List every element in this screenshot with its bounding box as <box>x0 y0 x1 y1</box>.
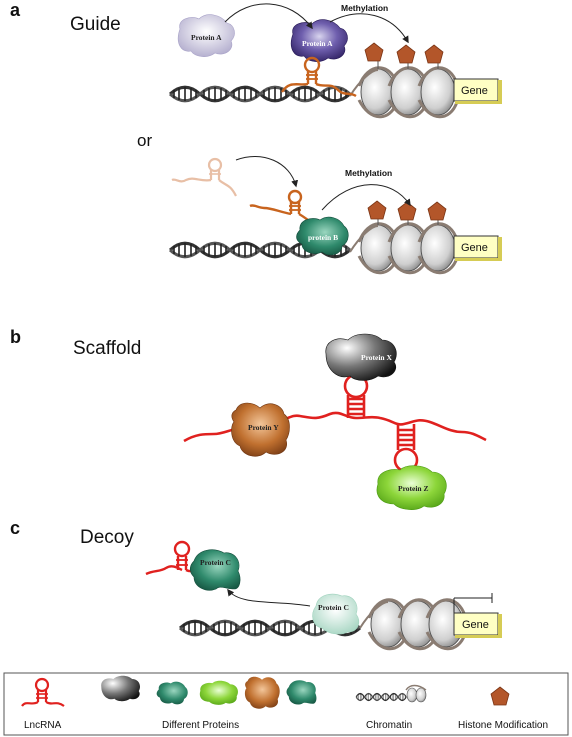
decoy-nucleosomes <box>359 598 467 651</box>
legend-lncrna-label: LncRNA <box>24 720 62 731</box>
lncrna-hairpin-x <box>343 373 369 418</box>
panel-c-letter: c <box>10 518 20 538</box>
panel-c-title: Decoy <box>80 527 134 548</box>
protein-a-dark: Protein A <box>290 19 348 63</box>
legend-proteins-symbols <box>101 675 317 709</box>
protein-a-pale: Protein A <box>177 14 235 58</box>
legend-chromatin-symbol <box>355 684 427 703</box>
panel-b-title: Scaffold <box>73 338 141 359</box>
guide-nucleosomes-2 <box>349 222 459 275</box>
protein-y-label: Protein Y <box>248 423 279 432</box>
protein-x-label: Protein X <box>361 353 392 362</box>
protein-c-pale-label: Protein C <box>318 603 349 612</box>
protein-z-label: Protein Z <box>398 484 428 493</box>
protein-c-bound: Protein C <box>189 549 241 591</box>
legend-box <box>3 672 569 736</box>
lncrna-pale <box>171 157 237 197</box>
protein-b: protein B <box>296 216 349 256</box>
gene-label-2: Gene <box>461 242 488 254</box>
lncrna-scaffold <box>183 411 487 443</box>
panel-b-letter: b <box>10 327 21 347</box>
histone-modifications-1 <box>364 42 444 69</box>
legend-histone-symbol <box>490 686 510 706</box>
lncrna-hairpin-z <box>393 424 419 473</box>
legend-histone-label: Histone Modification <box>458 720 548 731</box>
arrow-methylation-2 <box>321 184 411 211</box>
protein-c-bound-label: Protein C <box>200 558 231 567</box>
protein-a-pale-label: Protein A <box>191 33 222 42</box>
lncrna-orange-2 <box>249 189 315 226</box>
arrow-protein-a <box>224 3 313 30</box>
panel-b: b Scaffold Protein X <box>10 327 487 510</box>
histone-modifications-2 <box>367 200 447 225</box>
protein-a-dark-label: Protein A <box>302 39 333 48</box>
gene-label-1: Gene <box>461 85 488 97</box>
or-label: or <box>137 131 152 150</box>
legend: LncRNA Different Proteins Chromatin Hist… <box>3 672 569 736</box>
methylation-label-2: Methylation <box>345 168 392 178</box>
protein-y: Protein Y <box>231 402 290 457</box>
panel-a-letter: a <box>10 0 21 20</box>
gene-box-3: Gene <box>453 593 502 638</box>
gene-box-2: Gene <box>453 235 502 261</box>
arrow-methylation-1 <box>329 13 409 44</box>
panel-a: a Guide Gene Protein A <box>10 0 502 275</box>
arrow-decoy <box>227 588 311 607</box>
methylation-label-1: Methylation <box>341 3 388 13</box>
legend-chromatin-label: Chromatin <box>366 720 412 731</box>
lncrna-orange-1 <box>281 56 357 98</box>
guide-nucleosomes-1 <box>349 66 459 119</box>
arrow-lncrna <box>235 156 299 188</box>
legend-proteins-label: Different Proteins <box>162 720 239 731</box>
panel-c: c Decoy Protein C <box>10 518 502 651</box>
guide-dna-1 <box>168 85 352 103</box>
protein-c-pale: Protein C <box>312 593 360 635</box>
protein-z: Protein Z <box>376 465 447 510</box>
protein-x: Protein X <box>325 333 397 381</box>
legend-lncrna-symbol <box>21 677 65 707</box>
gene-label-3: Gene <box>462 619 489 631</box>
gene-box-1: Gene <box>453 78 502 104</box>
panel-a-title: Guide <box>70 14 121 35</box>
protein-b-label: protein B <box>308 233 338 242</box>
